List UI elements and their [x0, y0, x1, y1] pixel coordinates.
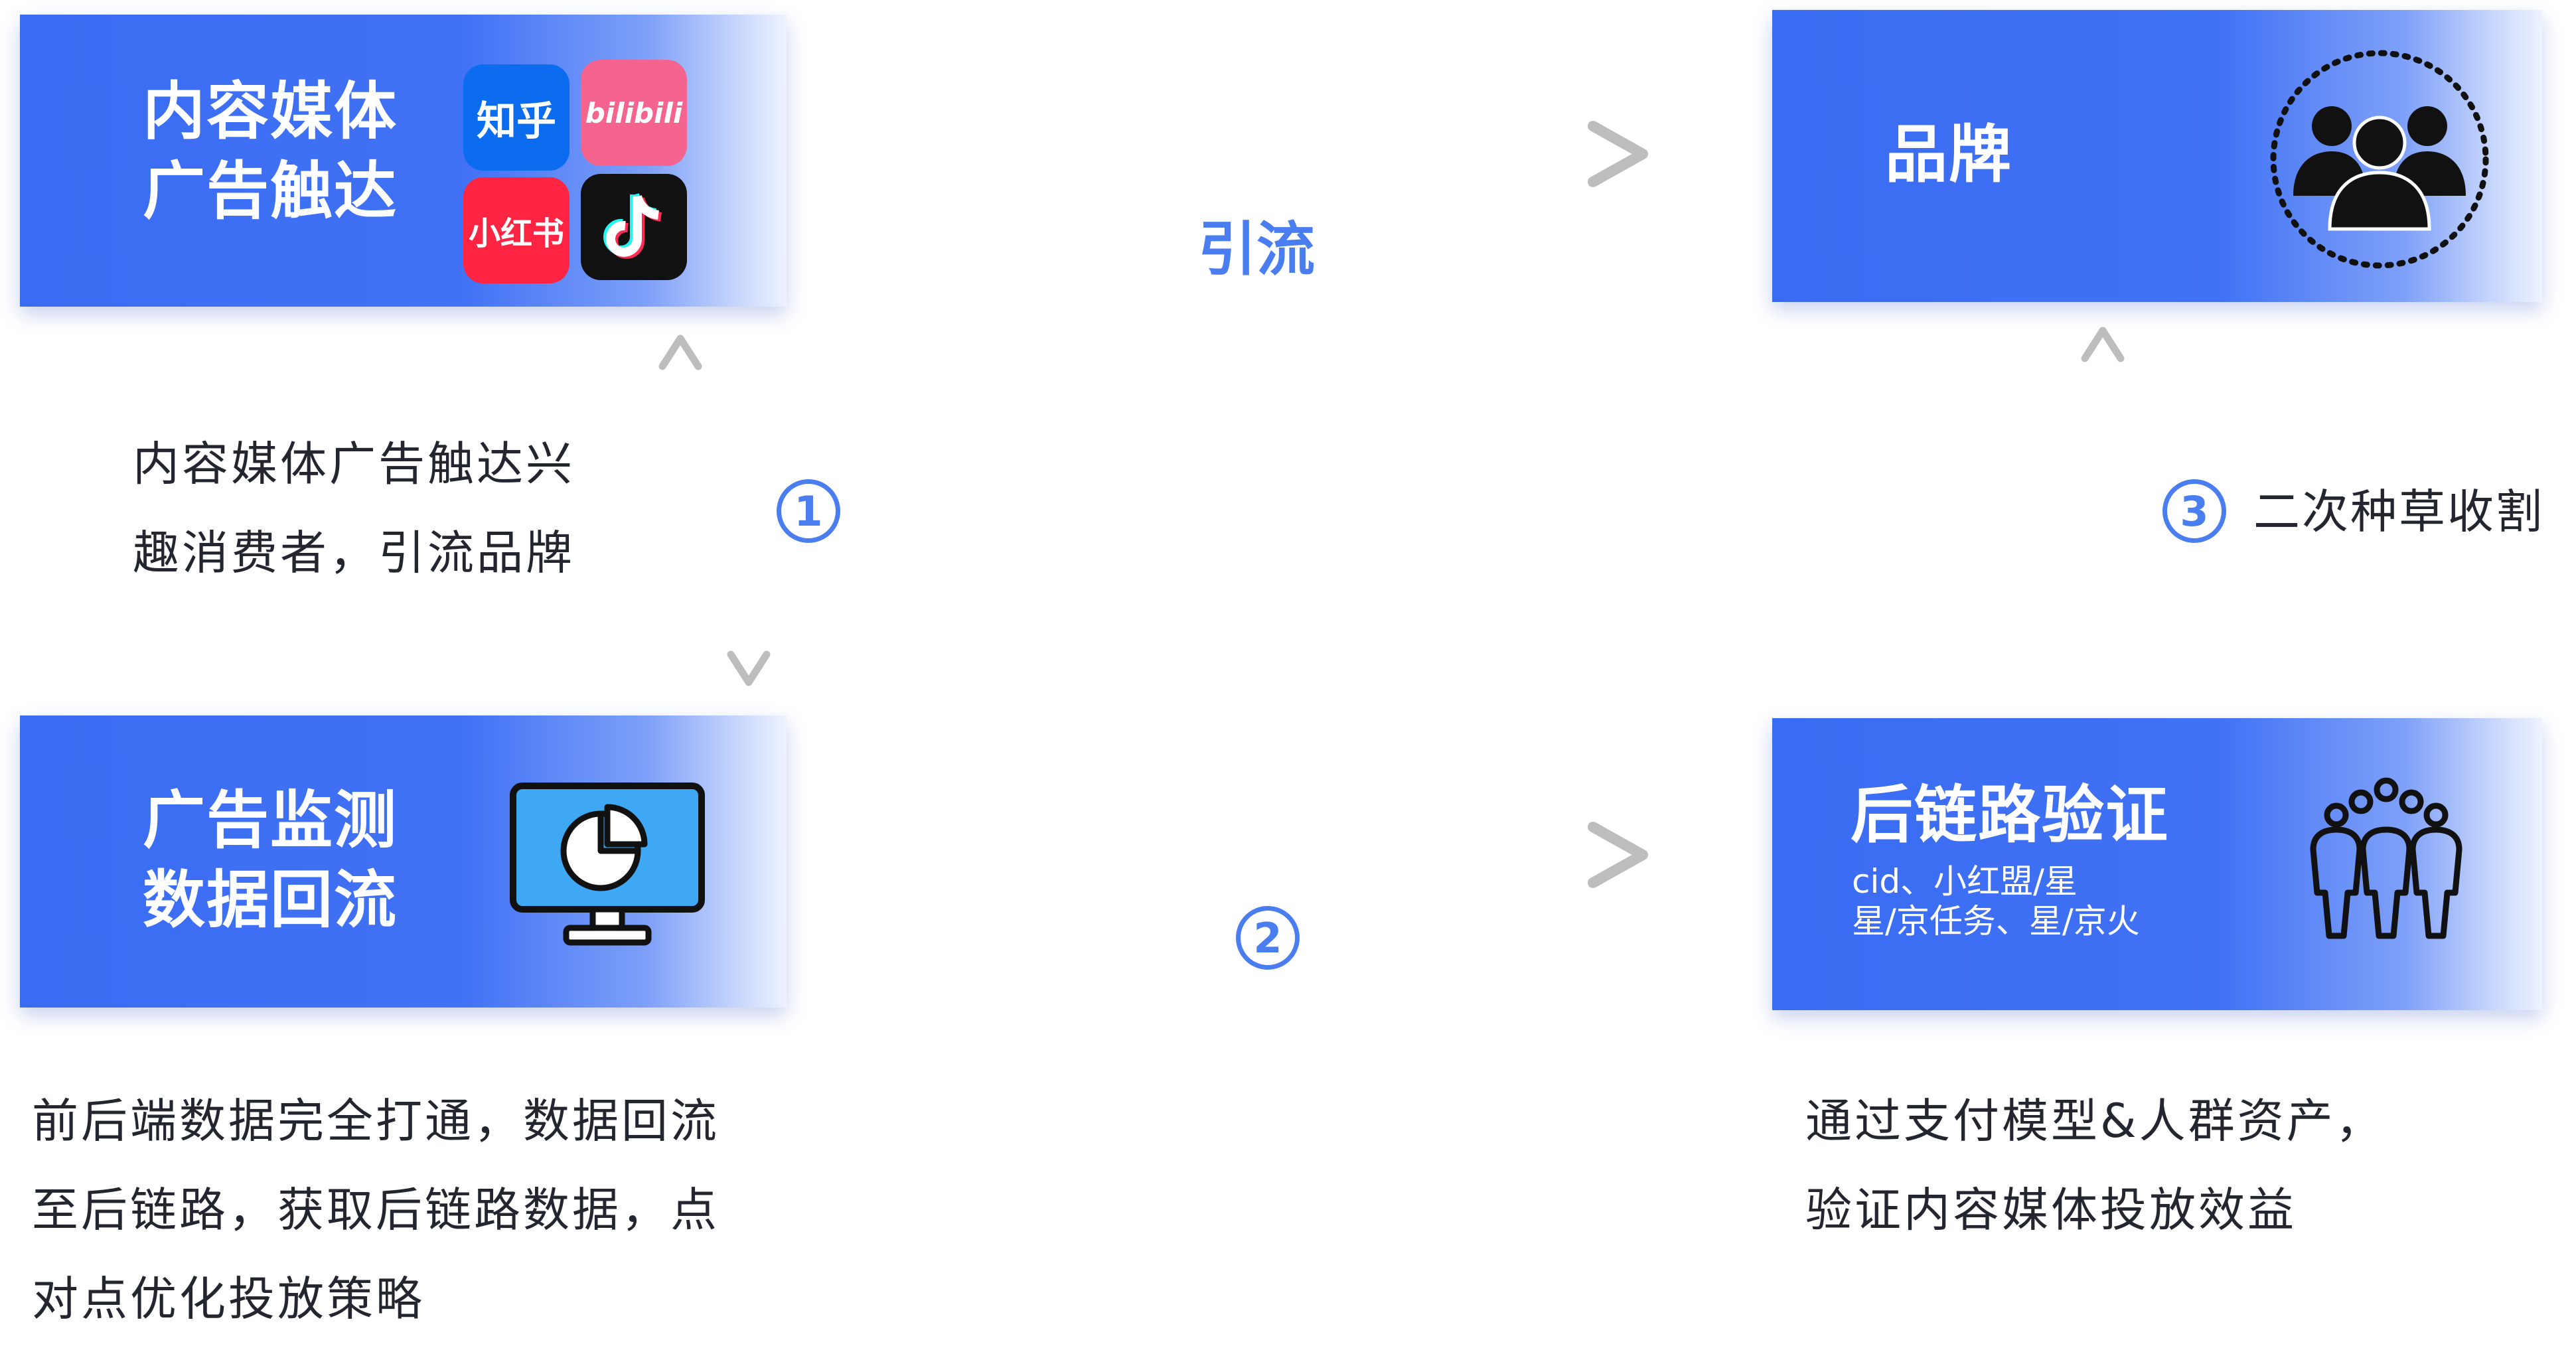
box-verification-sub-1: cid、小红盟/星	[1852, 862, 2078, 901]
step-3-badge: 3	[2162, 479, 2226, 543]
box-verification-title: 后链路验证	[1851, 779, 2170, 852]
arrow-left-up	[658, 335, 702, 670]
monitor-chart-icon	[510, 783, 705, 946]
box-verification: 后链路验证 cid、小红盟/星 星/京任务、星/京火	[1772, 718, 2542, 1010]
arrow-top-right	[816, 121, 1648, 187]
caption-right-top: 二次种草收割	[2253, 485, 2544, 539]
box-content-media-title-1: 内容媒体	[143, 76, 398, 148]
tiktok-logo-icon	[603, 192, 662, 259]
box-content-media-title-2: 广告触达	[143, 155, 398, 228]
box-ad-monitoring-title-2: 数据回流	[143, 864, 398, 937]
caption-bottom-left-2: 至后链路，获取后链路数据，点	[32, 1183, 720, 1237]
box-ad-monitoring: 广告监测 数据回流	[20, 715, 787, 1008]
zhihu-app-icon: 知乎	[463, 64, 569, 171]
step-1-badge: 1	[777, 479, 840, 543]
arrow-bottom-right	[816, 822, 1648, 888]
crowd-icon	[2310, 777, 2462, 939]
tiktok-app-icon	[581, 174, 687, 280]
caption-bottom-right-2: 验证内容媒体投放效益	[1805, 1183, 2297, 1237]
box-brand: 品牌	[1772, 10, 2542, 302]
caption-left-top-1: 内容媒体广告触达兴	[133, 437, 575, 491]
arrow-left-down	[727, 332, 771, 686]
step-2-badge: 2	[1236, 906, 1300, 970]
box-verification-sub-2: 星/京任务、星/京火	[1852, 902, 2140, 940]
bilibili-app-icon: bilibili	[581, 60, 687, 166]
flow-label-traffic: 引流	[1198, 215, 1316, 283]
arrow-right-up	[2081, 327, 2125, 670]
caption-bottom-left-3: 对点优化投放策略	[32, 1272, 425, 1326]
caption-left-top-2: 趣消费者，引流品牌	[133, 526, 575, 580]
caption-bottom-right-1: 通过支付模型&人群资产，	[1805, 1094, 2385, 1148]
box-ad-monitoring-title-1: 广告监测	[143, 785, 398, 857]
caption-bottom-left-1: 前后端数据完全打通，数据回流	[32, 1094, 720, 1148]
box-content-media: 内容媒体 广告触达 知乎 bilibili 小红书	[20, 15, 787, 307]
people-group-icon	[2270, 50, 2489, 269]
xiaohongshu-app-icon: 小红书	[463, 177, 569, 283]
box-brand-title: 品牌	[1885, 119, 2013, 191]
